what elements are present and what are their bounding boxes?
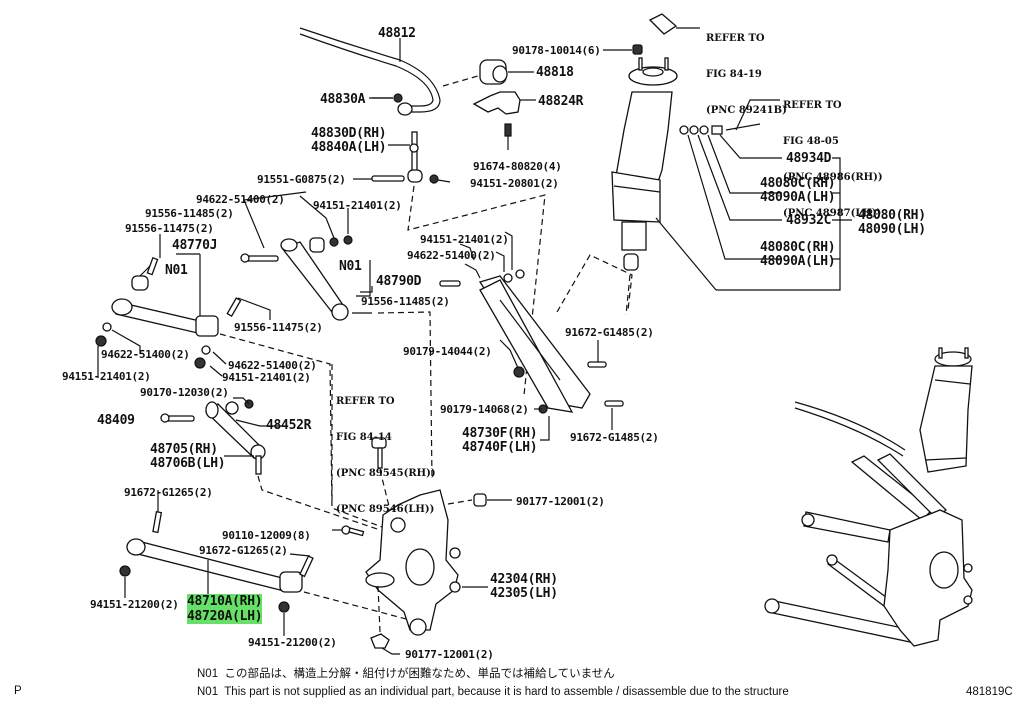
height-sensor-cap xyxy=(648,13,700,35)
ref-line: REFER TO xyxy=(783,100,842,111)
part-label[interactable]: 48705(RH) xyxy=(150,442,218,457)
part-label-highlighted[interactable]: 48720A(LH) xyxy=(187,609,263,624)
part-label[interactable]: 94622-51400(2) xyxy=(101,348,190,361)
reference-fig-84-14[interactable]: REFER TO FIG 84-14 (PNC 89545(RH)) (PNC … xyxy=(336,372,436,528)
part-label[interactable]: 94151-21401(2) xyxy=(313,199,402,212)
part-label[interactable]: 48706B(LH) xyxy=(150,456,226,471)
ref-line: (PNC 89546(LH)) xyxy=(336,504,435,515)
part-label[interactable]: 48934D xyxy=(786,151,832,166)
part-label[interactable]: 90177-12001(2) xyxy=(516,495,605,508)
lower-arm-48730F xyxy=(439,269,624,414)
part-label[interactable]: 48790D xyxy=(376,274,422,289)
bolt-90110 xyxy=(332,525,365,537)
part-label[interactable]: 94151-21401(2) xyxy=(222,371,311,384)
part-label[interactable]: 91556-11485(2) xyxy=(361,295,450,308)
part-label[interactable]: 48812 xyxy=(378,26,416,41)
reference-fig-84-19[interactable]: REFER TO FIG 84-19 (PNC 89241B) xyxy=(706,9,787,129)
part-label[interactable]: 48932C xyxy=(786,213,832,228)
part-label[interactable]: 48090A(LH) xyxy=(760,190,836,205)
part-label[interactable]: 91556-11485(2) xyxy=(145,207,234,220)
bushing-bracket xyxy=(472,91,536,150)
part-label[interactable]: 91672-G1485(2) xyxy=(565,326,654,339)
ref-line: FIG 48-05 xyxy=(783,136,839,147)
ref-line: REFER TO xyxy=(706,33,765,44)
part-label[interactable]: 48452R xyxy=(266,418,312,433)
part-label[interactable]: 90179-14068(2) xyxy=(440,403,529,416)
part-label[interactable]: 91674-80820(4) xyxy=(473,160,562,173)
part-label[interactable]: 48409 xyxy=(97,413,135,428)
ref-line: (PNC 48987(LH)) xyxy=(783,208,882,219)
upper-arm-48770J xyxy=(95,256,242,369)
part-label[interactable]: 94151-21401(2) xyxy=(420,233,509,246)
part-label[interactable]: 91672-G1485(2) xyxy=(570,431,659,444)
ref-line: FIG 84-14 xyxy=(336,432,392,443)
part-label[interactable]: 90170-12030(2) xyxy=(140,386,229,399)
ref-line: (PNC 48986(RH)) xyxy=(783,172,883,183)
part-label[interactable]: 94151-21200(2) xyxy=(248,636,337,649)
part-label[interactable]: 48080C(RH) xyxy=(760,176,836,191)
part-label[interactable]: 90178-10014(6) xyxy=(512,44,601,57)
toe-control-arm xyxy=(160,399,266,475)
rear-axle-carrier xyxy=(365,489,488,636)
part-label[interactable]: 48824R xyxy=(538,94,584,109)
part-label[interactable]: 91556-11475(2) xyxy=(125,222,214,235)
height-sensor-84-14 xyxy=(371,437,387,469)
bolt-90177-top xyxy=(447,493,512,507)
part-label[interactable]: 90179-14044(2) xyxy=(403,345,492,358)
upper-arm-48790D xyxy=(240,235,372,321)
part-label[interactable]: 94622-51400(2) xyxy=(228,359,317,372)
part-label-note[interactable]: N01 xyxy=(165,263,188,278)
part-label[interactable]: 48730F(RH) xyxy=(462,426,538,441)
ref-line: FIG 84-19 xyxy=(706,69,762,80)
illustration-code: 481819C xyxy=(966,686,1013,698)
reference-fig-48-05[interactable]: REFER TO FIG 48-05 (PNC 48986(RH)) (PNC … xyxy=(783,76,883,232)
part-label[interactable]: 42304(RH) xyxy=(490,572,558,587)
ref-line: (PNC 89545(RH)) xyxy=(336,468,436,479)
part-label[interactable]: 91672-G1265(2) xyxy=(124,486,213,499)
part-label[interactable]: 48740F(LH) xyxy=(462,440,538,455)
stabilizer-bar xyxy=(299,27,441,116)
part-label[interactable]: 94622-51400(2) xyxy=(196,193,285,206)
part-label[interactable]: 48840A(LH) xyxy=(311,140,387,155)
part-label[interactable]: 48090A(LH) xyxy=(760,254,836,269)
part-label[interactable]: 48080(RH) xyxy=(858,208,926,223)
air-suspension-strut xyxy=(611,57,852,291)
bolt-90177-bottom xyxy=(370,585,400,655)
part-label[interactable]: 42305(LH) xyxy=(490,586,558,601)
page-marker: P xyxy=(14,685,22,697)
part-label[interactable]: 90177-12001(2) xyxy=(405,648,494,661)
assembled-view-illustration xyxy=(764,347,973,647)
part-label-note[interactable]: N01 xyxy=(339,259,362,274)
ref-line: REFER TO xyxy=(336,396,395,407)
part-label[interactable]: 91556-11475(2) xyxy=(234,321,323,334)
note-n01-english: N01 This part is not supplied as an indi… xyxy=(197,686,789,698)
part-label[interactable]: 91672-G1265(2) xyxy=(199,544,288,557)
stabilizer-bushing xyxy=(442,59,534,87)
part-label[interactable]: 94151-21200(2) xyxy=(90,598,179,611)
note-n01-japanese: N01 この部品は、構造上分解・組付けが困難なため、単品では補給していません xyxy=(197,668,615,680)
part-label[interactable]: 48818 xyxy=(536,65,574,80)
part-label[interactable]: 48830A xyxy=(320,92,366,107)
part-label[interactable]: 48830D(RH) xyxy=(311,126,387,141)
part-label[interactable]: 91551-G0875(2) xyxy=(257,173,346,186)
part-label[interactable]: 48770J xyxy=(172,238,218,253)
stabilizer-link xyxy=(353,131,451,184)
part-label[interactable]: 94622-51400(2) xyxy=(407,249,496,262)
part-label[interactable]: 48080C(RH) xyxy=(760,240,836,255)
part-label-highlighted[interactable]: 48710A(RH) xyxy=(187,594,263,609)
part-label[interactable]: 48090(LH) xyxy=(858,222,926,237)
part-label[interactable]: 90110-12009(8) xyxy=(222,529,311,542)
ref-line: (PNC 89241B) xyxy=(706,105,787,116)
part-label[interactable]: 94151-20801(2) xyxy=(470,177,559,190)
nut-90178 xyxy=(603,44,643,55)
lower-rear-arm-48710A xyxy=(119,490,411,636)
part-label[interactable]: 94151-21401(2) xyxy=(62,370,151,383)
